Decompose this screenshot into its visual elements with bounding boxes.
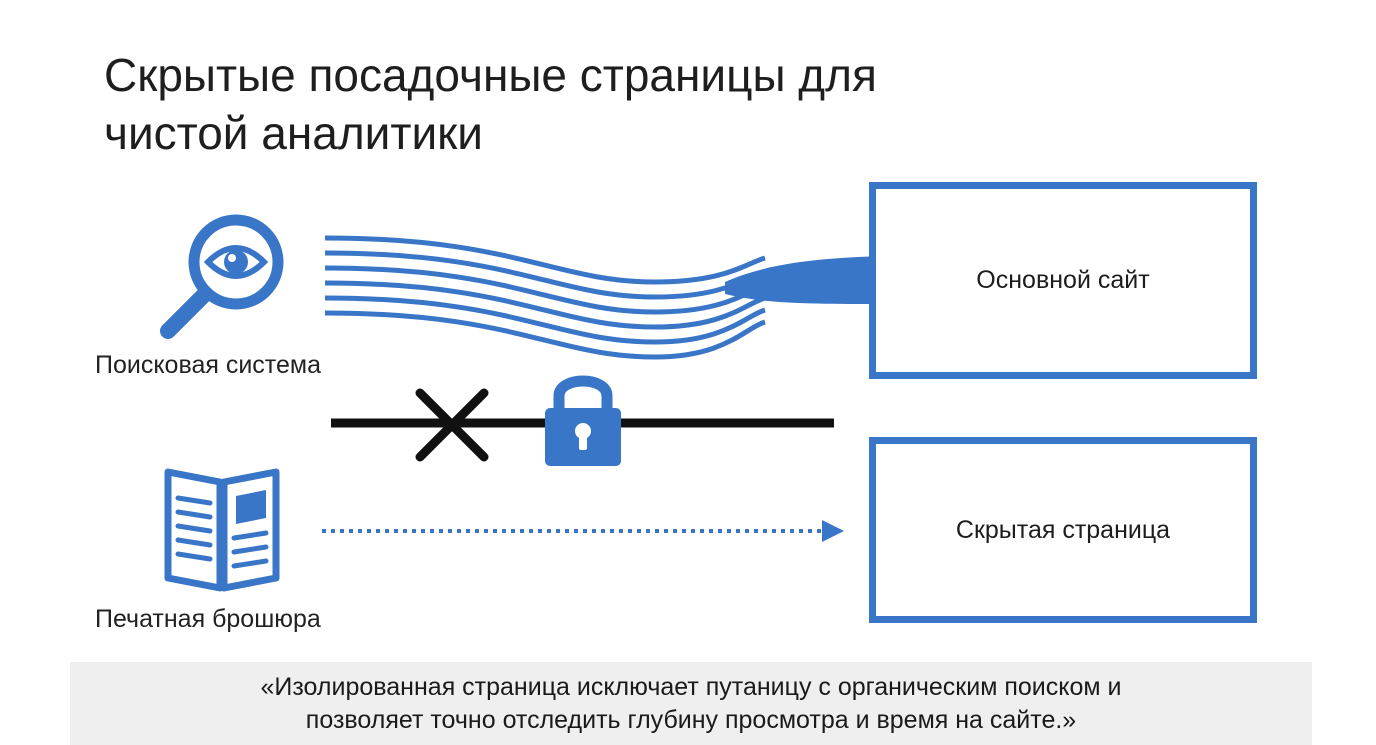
page-title: Скрытые посадочные страницы для чистой а… <box>104 46 1104 162</box>
title-line-2: чистой аналитики <box>104 107 483 159</box>
cross-icon <box>415 388 489 462</box>
magnifier-eye-icon <box>160 214 284 339</box>
brochure-label: Печатная брошюра <box>95 605 321 633</box>
quote-banner: «Изолированная страница исключает путани… <box>70 662 1312 745</box>
lock-icon <box>545 375 621 466</box>
main-site-label: Основной сайт <box>976 266 1150 294</box>
search-engine-label: Поисковая система <box>95 351 321 379</box>
main-site-box: Основной сайт <box>869 182 1257 379</box>
quote-line-1: «Изолированная страница исключает путани… <box>260 672 1122 701</box>
flow-arrow-hidden <box>322 520 844 542</box>
hidden-page-box: Скрытая страница <box>869 437 1257 623</box>
title-line-1: Скрытые посадочные страницы для <box>104 49 877 101</box>
brochure-icon <box>164 468 280 592</box>
quote-line-2: позволяет точно отследить глубину просмо… <box>305 705 1077 734</box>
hidden-page-label: Скрытая страница <box>955 515 1171 544</box>
